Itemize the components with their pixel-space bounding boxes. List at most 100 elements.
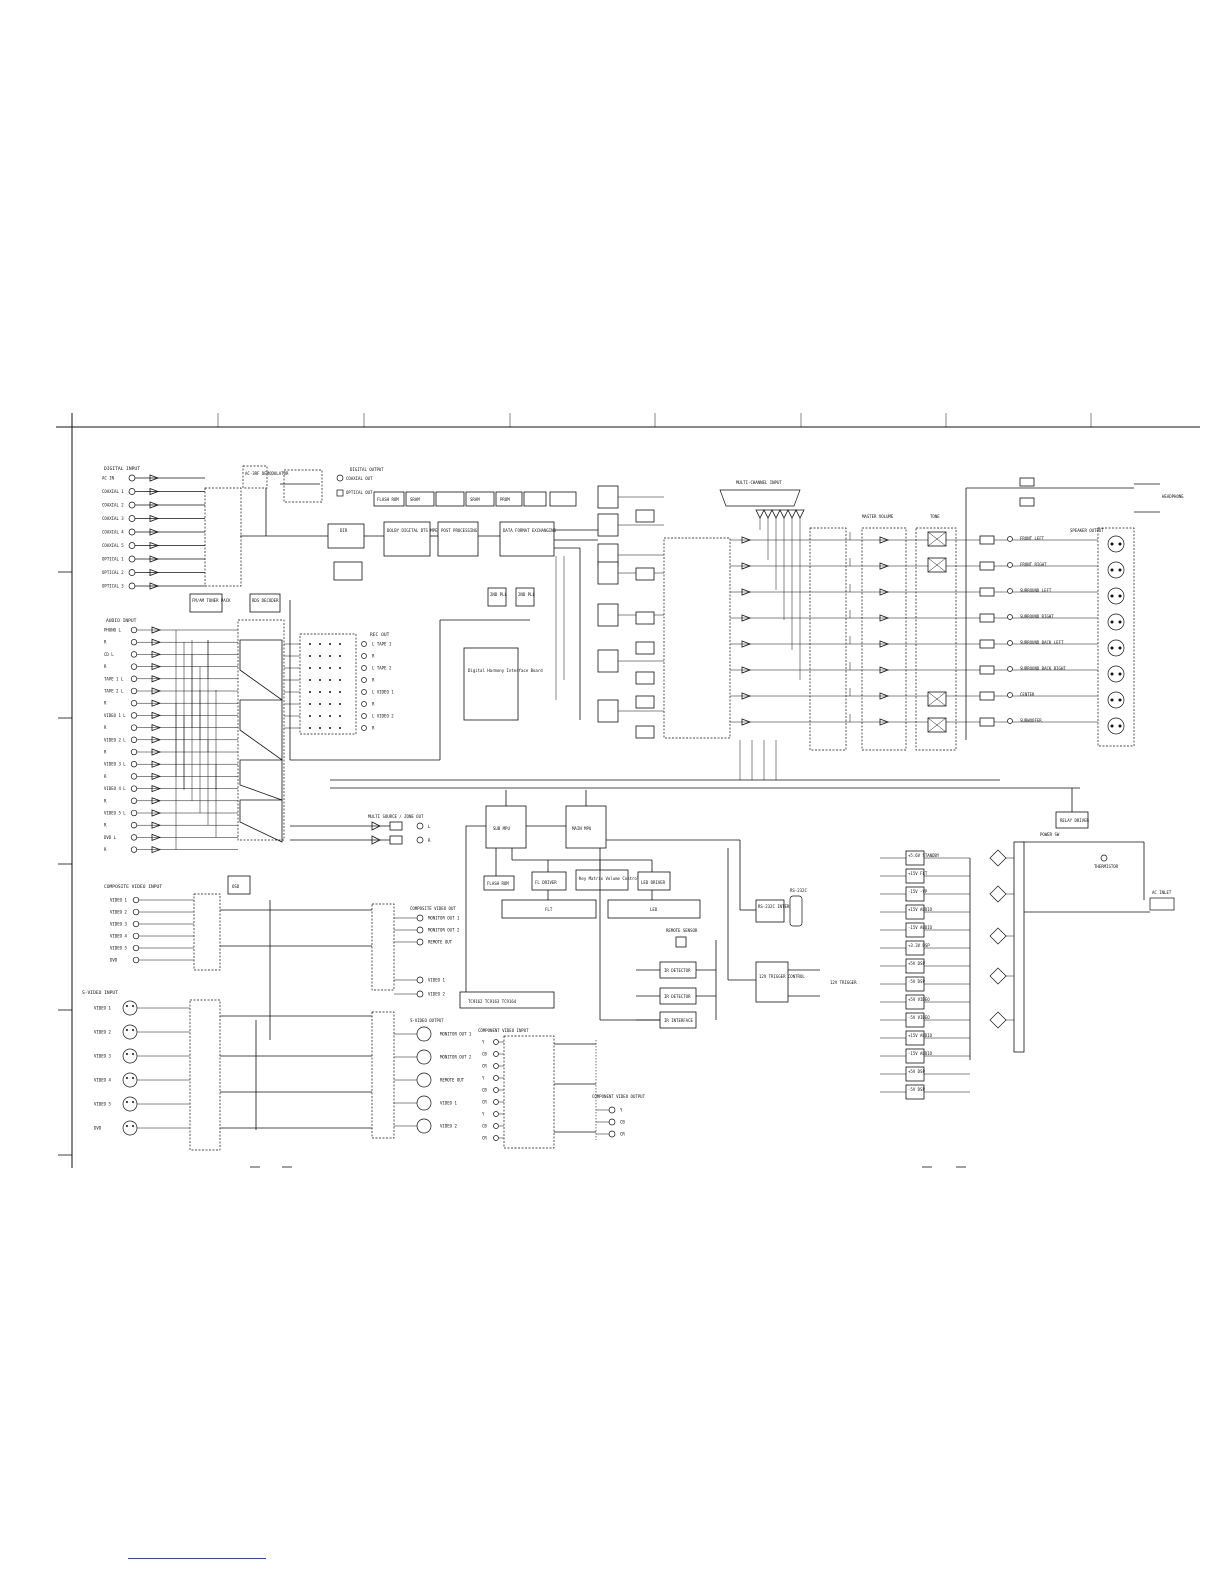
rec-out-jack [361, 665, 367, 671]
power-rail-label: -15V -VP [908, 889, 928, 894]
svideo-input-label: DVD [94, 1126, 102, 1131]
sub-mpu-label: SUB MPU [493, 826, 510, 831]
svideo-output-jack [416, 1118, 432, 1134]
dolby-digital-label: DOLBY DIGITAL DTS MPEG (AC-3) [387, 528, 457, 533]
update-clock-box [523, 491, 547, 507]
audio-input-label: TAPE 1 L [104, 676, 124, 681]
digital-input-label: COAXIAL 5 [102, 543, 124, 548]
svideo-output-label: VIDEO 1 [440, 1101, 457, 1106]
component-output-jack [608, 1130, 616, 1138]
rec-out-jack [361, 677, 367, 683]
tuner-box [189, 593, 223, 613]
svideo-input-jack [122, 1072, 138, 1088]
audio-input-jack [130, 712, 138, 719]
composite-input-jack [132, 944, 140, 952]
digital-harmony-box [463, 647, 519, 721]
audio-input-jack [130, 834, 138, 841]
digital-input-jack [128, 582, 136, 590]
power-sw-label: POWER SW [1040, 832, 1060, 837]
audio-input-label: CD L [104, 652, 114, 657]
audio-input-jack [130, 700, 138, 707]
audio-input-jack [130, 626, 138, 634]
relay-contact [1007, 614, 1013, 620]
speaker-output-label: SURROUND BACK RIGHT [1020, 666, 1066, 671]
ac3-demod-label: AC-3RF DEMODULATOR [245, 471, 289, 476]
audio-input-label: TAPE 2 L [104, 689, 124, 694]
mute-box [979, 587, 995, 597]
svideo-output-label: MONITOR OUT 1 [440, 1032, 472, 1037]
svideo-input-label: VIDEO 5 [94, 1102, 111, 1107]
composite-input-label: VIDEO 5 [110, 946, 127, 951]
rec-out-label: L TAPE 2 [372, 666, 392, 671]
composite-input-label: VIDEO 3 [110, 922, 127, 927]
composite-input-jack [132, 932, 140, 940]
speaker-output-label: CENTER [1020, 692, 1035, 697]
composite-video-output-title: COMPOSITE VIDEO OUT [410, 906, 456, 911]
digital-input-label: OPTICAL 3 [102, 584, 124, 589]
filter-box [635, 671, 655, 685]
digital-harmony-label: Digital Harmony Interface Board [468, 668, 543, 673]
master-volume-label: MASTER VOLUME [862, 514, 894, 519]
audio-input-label: PHONO L [104, 628, 121, 633]
dac-box [597, 513, 619, 537]
fl-driver-label: FL DRIVER [535, 880, 557, 885]
composite-input-jack [132, 896, 140, 904]
composite-output-jack [416, 938, 424, 946]
audio-input-jack [130, 773, 138, 780]
fl-display-label: FLT [545, 907, 553, 912]
rectifier-bridge [989, 885, 1007, 903]
ir-interface-label: IR INTERFACE [664, 1018, 693, 1023]
data-format-box [499, 521, 555, 557]
component-input-jack [493, 1099, 499, 1105]
rec-out-label: L VIDEO 1 [372, 690, 394, 695]
mute-box [979, 561, 995, 571]
ac3-demod-box [242, 465, 268, 489]
tuner-label: FM/AM TUNER PACK [192, 598, 231, 603]
audio-input-label: R [104, 640, 107, 645]
svideo-input-label: VIDEO 1 [94, 1006, 111, 1011]
audio-input-jack [130, 822, 138, 829]
sram-box-1 [405, 491, 435, 507]
power-rail-label: +5V DSP [908, 1069, 925, 1074]
composite-output-label: VIDEO 1 [428, 978, 445, 983]
multi-out-l-jack [416, 822, 424, 830]
component-output-jack [608, 1118, 616, 1126]
svideo-output-jack [416, 1072, 432, 1088]
ir-detector-label-1: IR DETECTOR [664, 968, 691, 973]
component-input-label: Y [482, 1040, 485, 1045]
flash-rom-box [373, 491, 405, 507]
digital-signal-gen-box [549, 491, 577, 507]
ac3-box [333, 561, 363, 581]
digital-input-label: OPTICAL 2 [102, 570, 124, 575]
composite-out-matrix [371, 903, 395, 991]
post-processing-box [437, 521, 479, 557]
relay-contact [1007, 562, 1013, 568]
key-matrix-box [575, 869, 629, 891]
component-selector-box [503, 1035, 555, 1149]
mute-box [979, 717, 995, 727]
svideo-output-jack [416, 1095, 432, 1111]
key-matrix-label: Key Matrix Volume Control [579, 876, 640, 881]
rec-out-selector-box [299, 633, 357, 735]
component-input-jack [493, 1087, 499, 1093]
audio-input-jack [130, 736, 138, 743]
digital-input-label: COAXIAL 1 [102, 489, 124, 494]
svideo-input-label: VIDEO 3 [94, 1054, 111, 1059]
output-section: MULTI-CHANNEL INPUT MASTER VOLUME TONE H… [663, 477, 1184, 829]
composite-video-input-title: COMPOSITE VIDEO INPUT [104, 884, 162, 890]
flash-rom2-box [483, 875, 515, 891]
composite-output-jack [416, 926, 424, 934]
dir-label: DIR [340, 528, 348, 533]
dir-box [327, 523, 365, 549]
flash-rom2-label: FLASH ROM [487, 881, 509, 886]
composite-input-jack [132, 908, 140, 916]
relay-box-2 [1019, 497, 1035, 507]
component-input-label: Y [482, 1076, 485, 1081]
component-input-label: CR [482, 1100, 487, 1105]
speaker-output-label: SURROUND RIGHT [1020, 614, 1054, 619]
rec-out-title: REC OUT [370, 632, 390, 638]
speaker-terminal [1107, 665, 1125, 683]
digital-input-selector [204, 487, 242, 587]
master-volume-column [861, 527, 907, 751]
